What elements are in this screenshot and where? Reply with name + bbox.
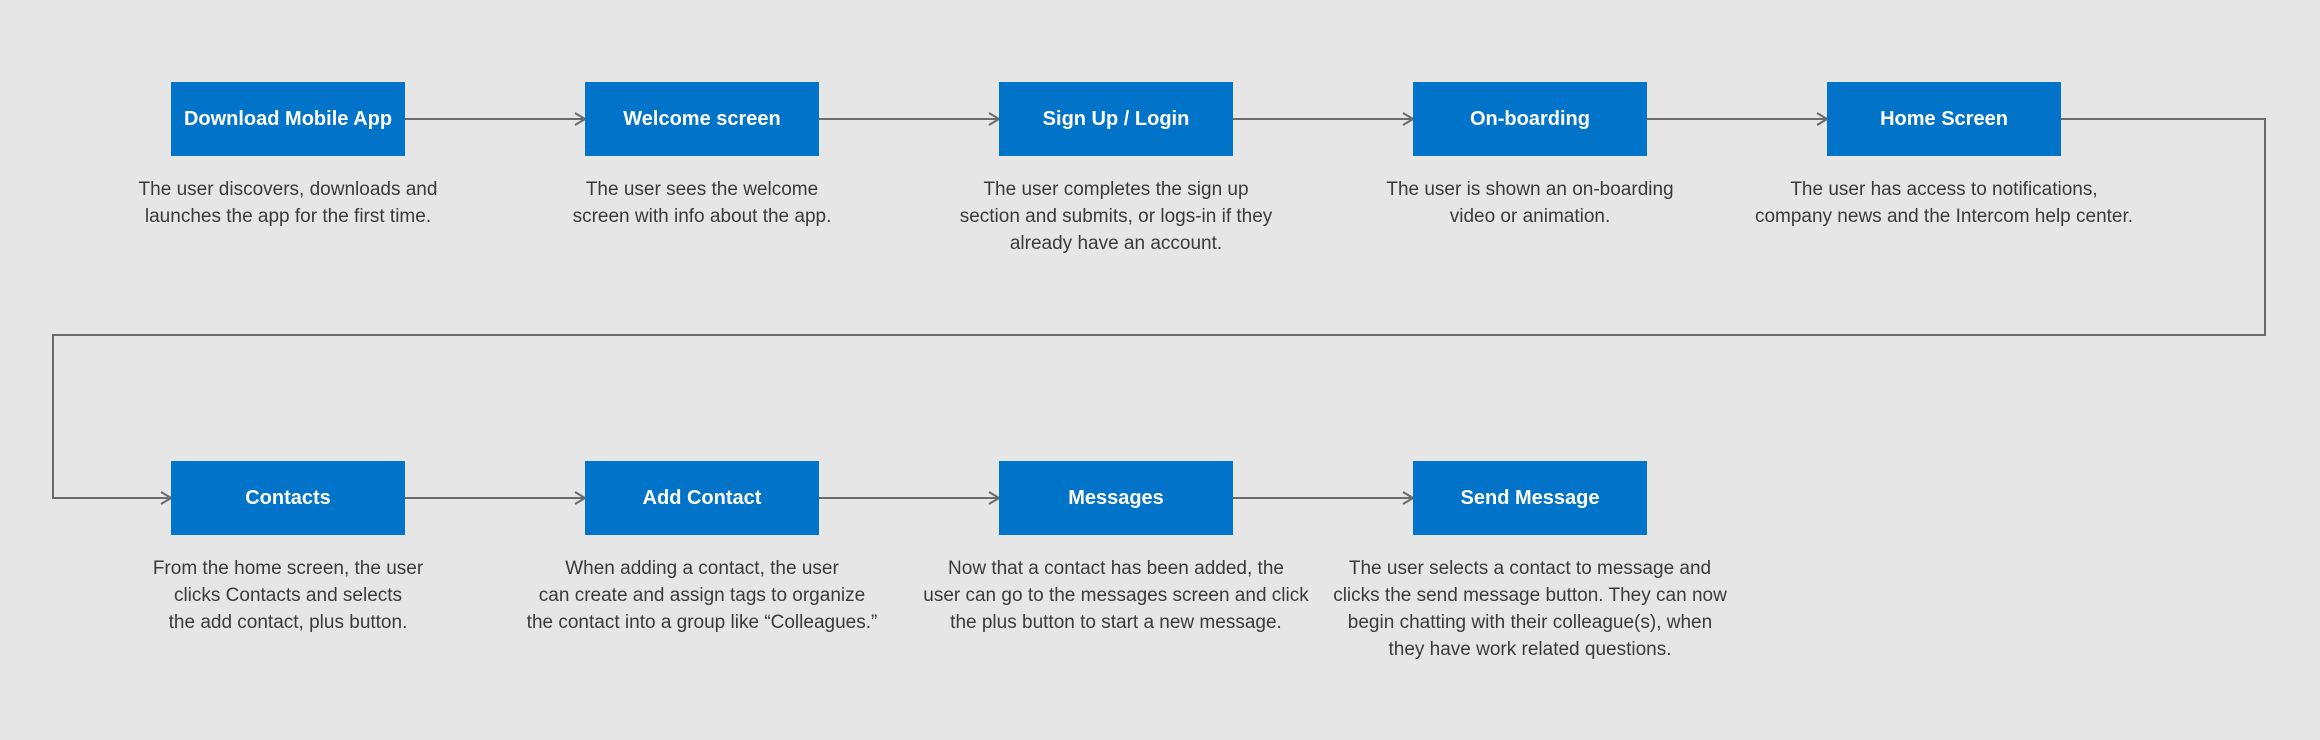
- step-label: Welcome screen: [623, 107, 781, 130]
- step-messages[interactable]: Messages: [999, 461, 1233, 535]
- step-description: The user completes the sign up section a…: [959, 179, 1273, 254]
- step-description: The user sees the welcome screen with in…: [572, 179, 832, 227]
- step-description: Now that a contact has been added, the u…: [923, 558, 1309, 633]
- step-description: The user is shown an on-boarding video o…: [1386, 179, 1674, 227]
- step-label: Home Screen: [1880, 107, 2008, 130]
- step-description: The user discovers, downloads and launch…: [138, 179, 438, 227]
- step-contacts[interactable]: Contacts: [171, 461, 405, 535]
- step-on-boarding[interactable]: On-boarding: [1413, 82, 1647, 156]
- step-label: Download Mobile App: [183, 107, 393, 130]
- step-description: The user has access to notifications, co…: [1754, 179, 2134, 227]
- step-label: On-boarding: [1470, 107, 1590, 130]
- step-label: Send Message: [1460, 486, 1600, 509]
- step-label: Sign Up / Login: [1042, 107, 1190, 130]
- step-description: When adding a contact, the user can crea…: [526, 558, 878, 633]
- step-sign-up-login[interactable]: Sign Up / Login: [999, 82, 1233, 156]
- step-add-contact[interactable]: Add Contact: [585, 461, 819, 535]
- step-description: From the home screen, the user clicks Co…: [152, 558, 424, 633]
- step-home-screen[interactable]: Home Screen: [1827, 82, 2061, 156]
- step-label: Add Contact: [642, 486, 762, 509]
- step-download-mobile-app[interactable]: Download Mobile App: [171, 82, 405, 156]
- step-label: Contacts: [245, 486, 331, 509]
- arrow-home-to-contacts: [52, 118, 2266, 498]
- step-welcome-screen[interactable]: Welcome screen: [585, 82, 819, 156]
- step-description: The user selects a contact to message an…: [1333, 558, 1727, 660]
- step-send-message[interactable]: Send Message: [1413, 461, 1647, 535]
- step-label: Messages: [1068, 486, 1164, 509]
